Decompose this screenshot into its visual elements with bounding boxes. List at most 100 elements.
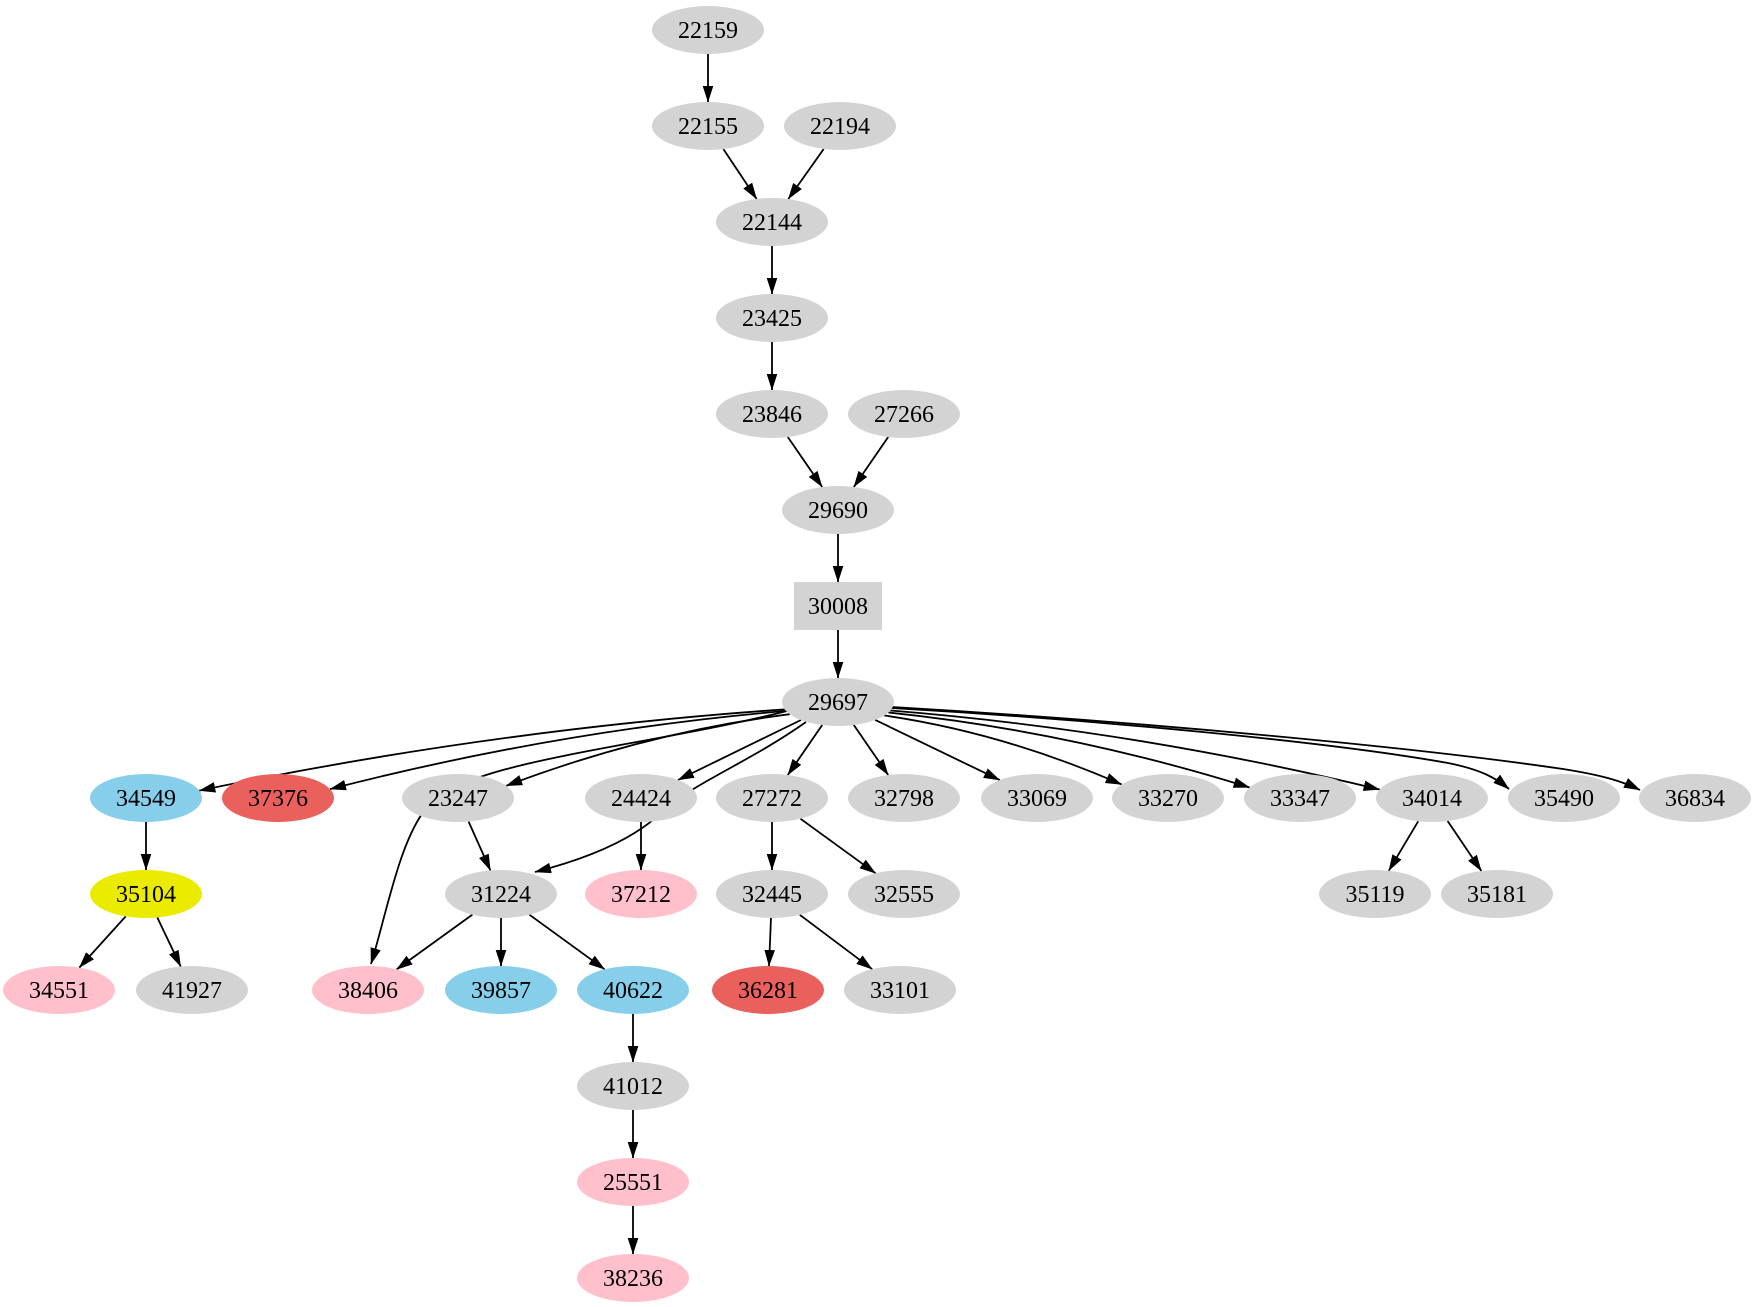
graph-node-23247: 23247	[402, 774, 514, 822]
node-label-36834: 36834	[1665, 786, 1725, 812]
node-label-35119: 35119	[1345, 882, 1404, 908]
edge-31224-38406	[396, 913, 473, 971]
node-label-37212: 37212	[611, 882, 671, 908]
graph-node-22194: 22194	[784, 102, 896, 150]
node-label-27272: 27272	[742, 786, 802, 812]
node-label-30008: 30008	[808, 594, 868, 620]
graph-node-34549: 34549	[90, 774, 202, 822]
node-label-22159: 22159	[678, 18, 738, 44]
graph-node-40622: 40622	[577, 966, 689, 1014]
node-ellipse-37376	[222, 774, 334, 822]
node-label-22144: 22144	[742, 210, 802, 236]
graph-node-29697: 29697	[782, 678, 894, 726]
graph-node-33347: 33347	[1244, 774, 1356, 822]
node-label-24424: 24424	[611, 786, 671, 812]
node-ellipse-33101	[844, 966, 956, 1014]
node-label-22155: 22155	[678, 114, 738, 140]
node-box-30008	[794, 582, 882, 630]
node-ellipse-22159	[652, 6, 764, 54]
edge-31224-40622	[528, 913, 606, 971]
node-label-22194: 22194	[810, 114, 870, 140]
node-label-40622: 40622	[603, 978, 663, 1004]
edge-29697-33347	[888, 711, 1251, 789]
node-ellipse-29690	[782, 486, 894, 534]
node-ellipse-33069	[981, 774, 1093, 822]
node-ellipse-41927	[136, 966, 248, 1014]
node-ellipse-39857	[445, 966, 557, 1014]
graph-node-32445: 32445	[716, 870, 828, 918]
node-label-33270: 33270	[1138, 786, 1198, 812]
node-ellipse-32555	[848, 870, 960, 918]
graph-node-22155: 22155	[652, 102, 764, 150]
node-ellipse-22155	[652, 102, 764, 150]
node-ellipse-29697	[782, 678, 894, 726]
node-label-36281: 36281	[738, 978, 798, 1004]
edge-29697-33270	[884, 714, 1123, 786]
edge-27266-29690	[853, 436, 889, 488]
graph-node-27272: 27272	[716, 774, 828, 822]
graph-node-32555: 32555	[848, 870, 960, 918]
node-ellipse-35104	[90, 870, 202, 918]
graph-node-22144: 22144	[716, 198, 828, 246]
node-ellipse-35119	[1319, 870, 1431, 918]
graph-node-35181: 35181	[1441, 870, 1553, 918]
node-ellipse-38236	[577, 1254, 689, 1302]
node-label-34551: 34551	[29, 978, 89, 1004]
edge-22194-22144	[787, 148, 825, 200]
graph-node-34014: 34014	[1376, 774, 1488, 822]
edge-27272-32555	[799, 817, 877, 875]
edge-29697-36834	[891, 706, 1641, 791]
graph-node-35104: 35104	[90, 870, 202, 918]
node-label-32798: 32798	[874, 786, 934, 812]
graph-node-38406: 38406	[312, 966, 424, 1014]
graph-node-33101: 33101	[844, 966, 956, 1014]
node-ellipse-33347	[1244, 774, 1356, 822]
graph-node-32798: 32798	[848, 774, 960, 822]
graph-node-36281: 36281	[712, 966, 824, 1014]
node-label-41927: 41927	[162, 978, 222, 1004]
graph-node-23846: 23846	[716, 390, 828, 438]
node-ellipse-24424	[585, 774, 697, 822]
node-ellipse-34551	[3, 966, 115, 1014]
node-label-32555: 32555	[874, 882, 934, 908]
graph-node-33270: 33270	[1112, 774, 1224, 822]
node-label-32445: 32445	[742, 882, 802, 908]
node-label-29697: 29697	[808, 690, 868, 716]
edge-29697-32798	[853, 724, 889, 776]
node-ellipse-27266	[848, 390, 960, 438]
node-label-31224: 31224	[471, 882, 531, 908]
edges-layer	[78, 54, 1641, 1255]
edge-35104-41927	[156, 917, 182, 967]
edge-34014-35119	[1388, 820, 1419, 872]
graph-node-41012: 41012	[577, 1062, 689, 1110]
node-ellipse-23846	[716, 390, 828, 438]
node-ellipse-31224	[445, 870, 557, 918]
graph-node-37212: 37212	[585, 870, 697, 918]
node-ellipse-32798	[848, 774, 960, 822]
graph-node-29690: 29690	[782, 486, 894, 534]
node-ellipse-36834	[1639, 774, 1751, 822]
node-ellipse-34014	[1376, 774, 1488, 822]
graph-node-38236: 38236	[577, 1254, 689, 1302]
node-label-38406: 38406	[338, 978, 398, 1004]
node-ellipse-35181	[1441, 870, 1553, 918]
node-label-33069: 33069	[1007, 786, 1067, 812]
graph-node-23425: 23425	[716, 294, 828, 342]
node-label-23247: 23247	[428, 786, 488, 812]
node-label-33101: 33101	[870, 978, 930, 1004]
node-ellipse-40622	[577, 966, 689, 1014]
edge-29697-27272	[787, 724, 823, 776]
graph-node-34551: 34551	[3, 966, 115, 1014]
graph-node-27266: 27266	[848, 390, 960, 438]
node-ellipse-22144	[716, 198, 828, 246]
edge-29697-33069	[874, 719, 1001, 781]
graph-node-37376: 37376	[222, 774, 334, 822]
node-label-27266: 27266	[874, 402, 934, 428]
node-label-23846: 23846	[742, 402, 802, 428]
node-ellipse-23425	[716, 294, 828, 342]
node-ellipse-33270	[1112, 774, 1224, 822]
node-ellipse-23247	[402, 774, 514, 822]
node-label-41012: 41012	[603, 1074, 663, 1100]
nodes-layer: 22159 22155 22194 22144 23425 23846 27266 29690…	[3, 6, 1751, 1302]
